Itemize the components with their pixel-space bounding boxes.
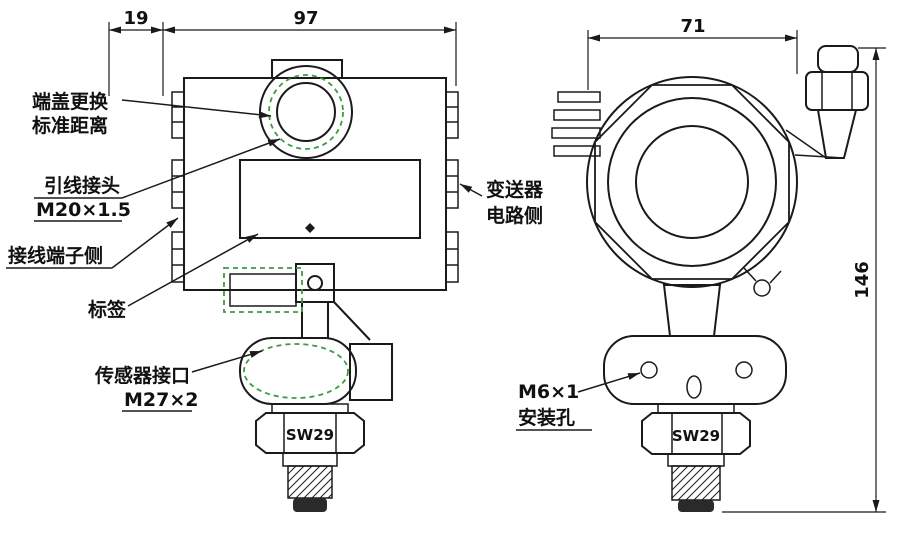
dimension-arrows xyxy=(109,26,880,512)
label-mount-spec: M6×1 xyxy=(518,381,579,403)
nut-waist-side xyxy=(271,403,349,414)
process-connection-block xyxy=(349,343,393,401)
leader-lead-joint xyxy=(121,138,281,199)
leader-tag xyxy=(127,233,259,307)
bracket-bolt xyxy=(307,275,323,291)
label-plate xyxy=(239,159,421,239)
process-body-front xyxy=(603,335,787,405)
cooling-fins-left xyxy=(171,91,185,283)
mounting-hole-left xyxy=(640,361,658,379)
neck-side xyxy=(301,301,371,341)
process-connection-body xyxy=(239,337,357,405)
label-mount-hole: 安装孔 xyxy=(518,406,575,429)
cover-facets xyxy=(594,84,790,280)
leader-end-cover xyxy=(121,99,272,117)
thread-stub-front xyxy=(667,453,725,467)
label-circuit-side-line1: 变送器 xyxy=(486,178,544,201)
nut-waist-front xyxy=(657,403,735,414)
label-tag: 标签 xyxy=(88,298,127,321)
dim-71: 71 xyxy=(680,16,705,37)
housing-body xyxy=(183,77,447,291)
hex-nut-side xyxy=(255,412,365,454)
pressure-port-front xyxy=(678,500,714,512)
label-end-cover-line1: 端盖更换 xyxy=(32,90,109,113)
wrench-size-front: SW29 xyxy=(672,427,720,445)
leader-terminal xyxy=(111,217,179,269)
label-lead-joint: 引线接头 xyxy=(44,174,120,197)
cover-ring xyxy=(607,97,777,267)
leader-arrowheads xyxy=(166,111,640,380)
dimension-lines xyxy=(108,22,886,513)
label-end-cover-line2: 标准距离 xyxy=(32,114,108,137)
vent-oval xyxy=(686,375,702,399)
mounting-hole-right xyxy=(735,361,753,379)
hex-nut-front xyxy=(641,412,751,455)
bracket-block xyxy=(229,273,297,307)
highlight-dashed-regions xyxy=(223,74,349,399)
plate-marker-diamond xyxy=(305,223,315,233)
cooling-fins-front xyxy=(551,91,601,157)
label-terminal-side: 接线端子侧 xyxy=(8,244,103,267)
front-view xyxy=(551,45,869,512)
dim-97: 97 xyxy=(293,8,318,29)
cover-outer xyxy=(586,76,798,288)
conduit-entry-inner xyxy=(276,82,336,142)
label-sensor-port-spec: M27×2 xyxy=(124,389,199,411)
label-lead-joint-spec: M20×1.5 xyxy=(36,199,131,221)
side-view xyxy=(171,59,459,512)
leader-sensor-port xyxy=(191,350,263,373)
highlight-sensor-cavity xyxy=(243,343,349,399)
cable-gland xyxy=(785,45,869,159)
pressure-port-side xyxy=(293,498,327,512)
conduit-entry-outer xyxy=(259,65,353,159)
leader-lines xyxy=(6,99,641,431)
neck-front xyxy=(662,284,722,337)
highlight-conduit-ring xyxy=(268,74,344,150)
thread-hatch-side xyxy=(287,465,333,499)
dim-19: 19 xyxy=(123,8,148,29)
highlight-bracket xyxy=(223,267,303,313)
cooling-fins-right xyxy=(445,91,459,283)
top-boss xyxy=(271,59,343,79)
label-circuit-side-line2: 电路侧 xyxy=(486,204,543,227)
thread-hatch-front xyxy=(671,465,721,501)
thread-stub-side xyxy=(282,452,338,467)
cover-lock-screw xyxy=(743,267,782,297)
wrench-size-side: SW29 xyxy=(286,426,334,444)
dim-146: 146 xyxy=(852,261,873,299)
cover-face xyxy=(635,125,749,239)
label-sensor-port: 传感器接口 xyxy=(94,364,190,387)
